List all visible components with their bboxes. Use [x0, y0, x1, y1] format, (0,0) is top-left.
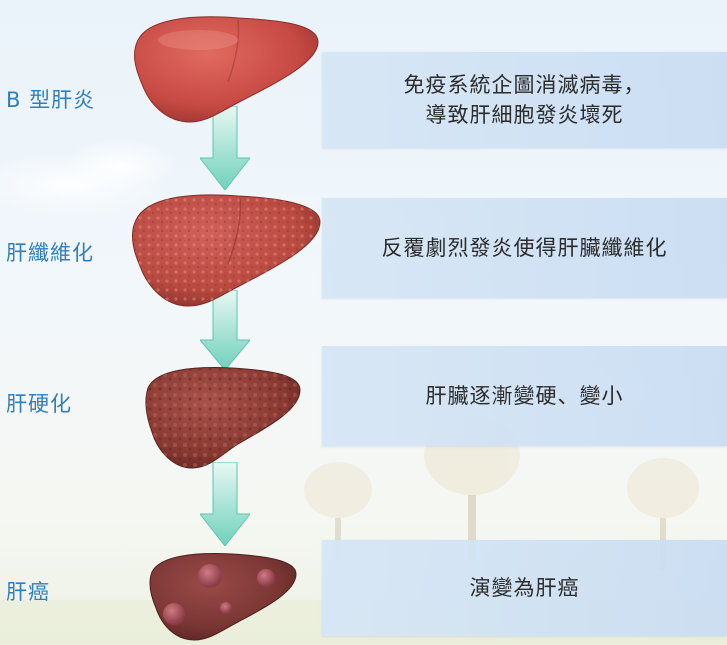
desc-fibrosis: 反覆劇烈發炎使得肝臟纖維化: [382, 233, 668, 263]
liver-hepatitis-b-image: [128, 10, 328, 128]
stage-label-fibrosis: 肝纖維化: [6, 237, 94, 267]
down-arrow-icon: [200, 462, 250, 546]
tumor: [220, 602, 232, 614]
desc-box-fibrosis: 反覆劇烈發炎使得肝臟纖維化: [322, 198, 727, 298]
desc-hepatitis-b-line1: 免疫系統企圖消滅病毒，: [404, 70, 646, 100]
stage-label-cirrhosis: 肝硬化: [6, 388, 72, 418]
desc-cancer: 演變為肝癌: [470, 573, 580, 603]
desc-box-hepatitis-b: 免疫系統企圖消滅病毒， 導致肝細胞發炎壞死: [322, 52, 727, 148]
liver-fibrosis-image: [128, 188, 328, 312]
stage-label-hepatitis-b: B 型肝炎: [6, 84, 95, 114]
desc-cirrhosis: 肝臟逐漸變硬、變小: [426, 381, 624, 411]
liver-cirrhosis-image: [142, 362, 306, 474]
cloud: [65, 139, 175, 191]
stage-label-cancer: 肝癌: [6, 576, 50, 606]
tumor: [198, 564, 222, 588]
desc-hepatitis-b-line2: 導致肝細胞發炎壞死: [404, 100, 646, 130]
tumor: [163, 603, 185, 625]
desc-box-cancer: 演變為肝癌: [322, 540, 727, 636]
tumor: [257, 569, 275, 587]
desc-box-cirrhosis: 肝臟逐漸變硬、變小: [322, 346, 727, 446]
liver-cancer-image: [146, 548, 302, 644]
